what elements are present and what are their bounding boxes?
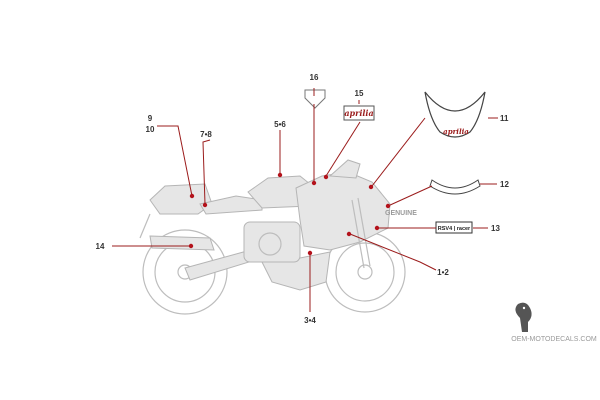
dot-9-10 bbox=[189, 193, 195, 199]
callout-11: 11 bbox=[500, 114, 509, 123]
callout-7-8: 7•8 bbox=[200, 130, 212, 139]
front-rim bbox=[335, 242, 395, 302]
leader-7-8 bbox=[202, 139, 211, 205]
dot-14 bbox=[188, 243, 194, 249]
side-fairing bbox=[295, 171, 391, 251]
chevron-decal-12 bbox=[429, 179, 481, 195]
exhaust bbox=[149, 235, 215, 251]
dot-7-8 bbox=[202, 202, 208, 208]
leader-9-10 bbox=[157, 125, 193, 197]
nose-decal-11 bbox=[424, 91, 486, 138]
watermark-logo: OEM-MOTODECALS.COM bbox=[511, 302, 597, 343]
windscreen-decal-16 bbox=[304, 89, 326, 109]
leader-12b bbox=[387, 185, 433, 207]
callout-14: 14 bbox=[96, 242, 105, 251]
dot-1-2 bbox=[346, 231, 352, 237]
engine bbox=[243, 221, 301, 263]
dot-11 bbox=[368, 184, 374, 190]
toucan-eye-icon bbox=[522, 306, 526, 310]
aprilia-plate-text: aprilia bbox=[344, 108, 373, 118]
callout-15: 15 bbox=[355, 89, 364, 98]
leader-15b bbox=[325, 121, 361, 177]
callout-10: 10 bbox=[146, 125, 155, 134]
leader-11b bbox=[371, 117, 426, 187]
leader-1-2 bbox=[349, 233, 437, 271]
callout-5-6: 5•6 bbox=[274, 120, 286, 129]
watermark-text: OEM-MOTODECALS.COM bbox=[511, 336, 597, 343]
motorcycle-illustration: GENUINE bbox=[139, 159, 417, 315]
leader-lines bbox=[112, 88, 498, 312]
rear-wheel bbox=[142, 229, 228, 315]
rear-hugger bbox=[139, 213, 151, 239]
callout-3-4: 3•4 bbox=[304, 316, 316, 325]
aprilia-plate-15 bbox=[343, 105, 375, 121]
front-hub bbox=[357, 264, 373, 280]
location-dots bbox=[188, 172, 391, 256]
engine-cover bbox=[258, 232, 282, 256]
front-fork-2 bbox=[357, 197, 371, 267]
dot-5-6 bbox=[277, 172, 283, 178]
callout-1-2: 1•2 bbox=[437, 268, 449, 277]
dot-12 bbox=[385, 203, 391, 209]
genuine-stamp: GENUINE bbox=[385, 210, 417, 217]
callout-labels: 16 15 11 9 10 7•8 5•6 12 13 14 1•2 3•4 bbox=[96, 73, 510, 325]
tail-fairing bbox=[149, 183, 213, 215]
callout-16: 16 bbox=[310, 73, 319, 82]
callout-12: 12 bbox=[500, 180, 509, 189]
dot-3-4 bbox=[307, 250, 313, 256]
nose-logo-text: aprilia bbox=[443, 127, 469, 136]
callout-13: 13 bbox=[491, 224, 500, 233]
callout-9: 9 bbox=[148, 114, 153, 123]
toucan-logo-icon bbox=[515, 302, 532, 332]
front-fork bbox=[351, 199, 365, 269]
racer-plate-text: RSV4 | racer bbox=[438, 226, 471, 232]
dot-13 bbox=[374, 225, 380, 231]
windscreen bbox=[328, 159, 361, 179]
dot-15 bbox=[323, 174, 329, 180]
dot-16 bbox=[311, 180, 317, 186]
